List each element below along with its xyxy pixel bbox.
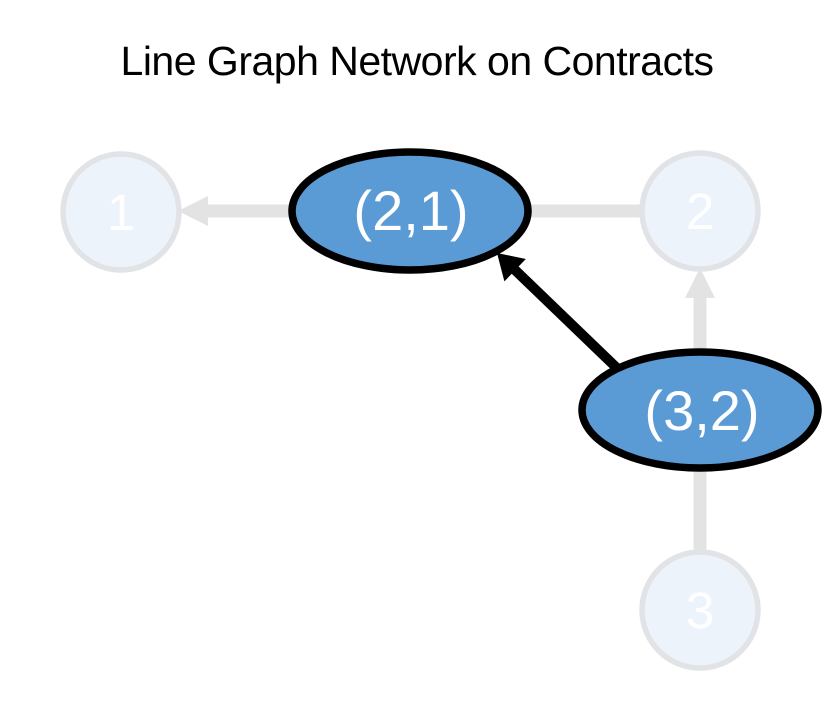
contract-edge-3-to-2-arrowhead	[685, 268, 715, 298]
contract-node-3-label: 3	[686, 582, 714, 639]
line-graph-nodes: (2,1) (3,2)	[288, 148, 822, 472]
contract-node-1-label: 1	[107, 184, 135, 241]
line-graph-edge-32-to-21-arrowhead	[497, 253, 526, 282]
contract-nodes: 1 2 3	[60, 150, 761, 671]
line-graph-node-21-ellipse	[288, 148, 532, 274]
contract-node-1-circle	[60, 151, 182, 273]
contract-node-2-circle	[639, 150, 761, 272]
line-graph-node-32-label: (3,2)	[644, 379, 759, 442]
line-graph-node-32-ellipse	[578, 348, 822, 472]
contract-edge-2-to-1-arrowhead	[178, 196, 208, 226]
contract-node-2-label: 2	[686, 183, 714, 240]
line-graph-node-21-label: (2,1)	[353, 179, 468, 242]
contract-node-3-circle	[639, 549, 761, 671]
diagram-title: Line Graph Network on Contracts	[121, 38, 714, 84]
